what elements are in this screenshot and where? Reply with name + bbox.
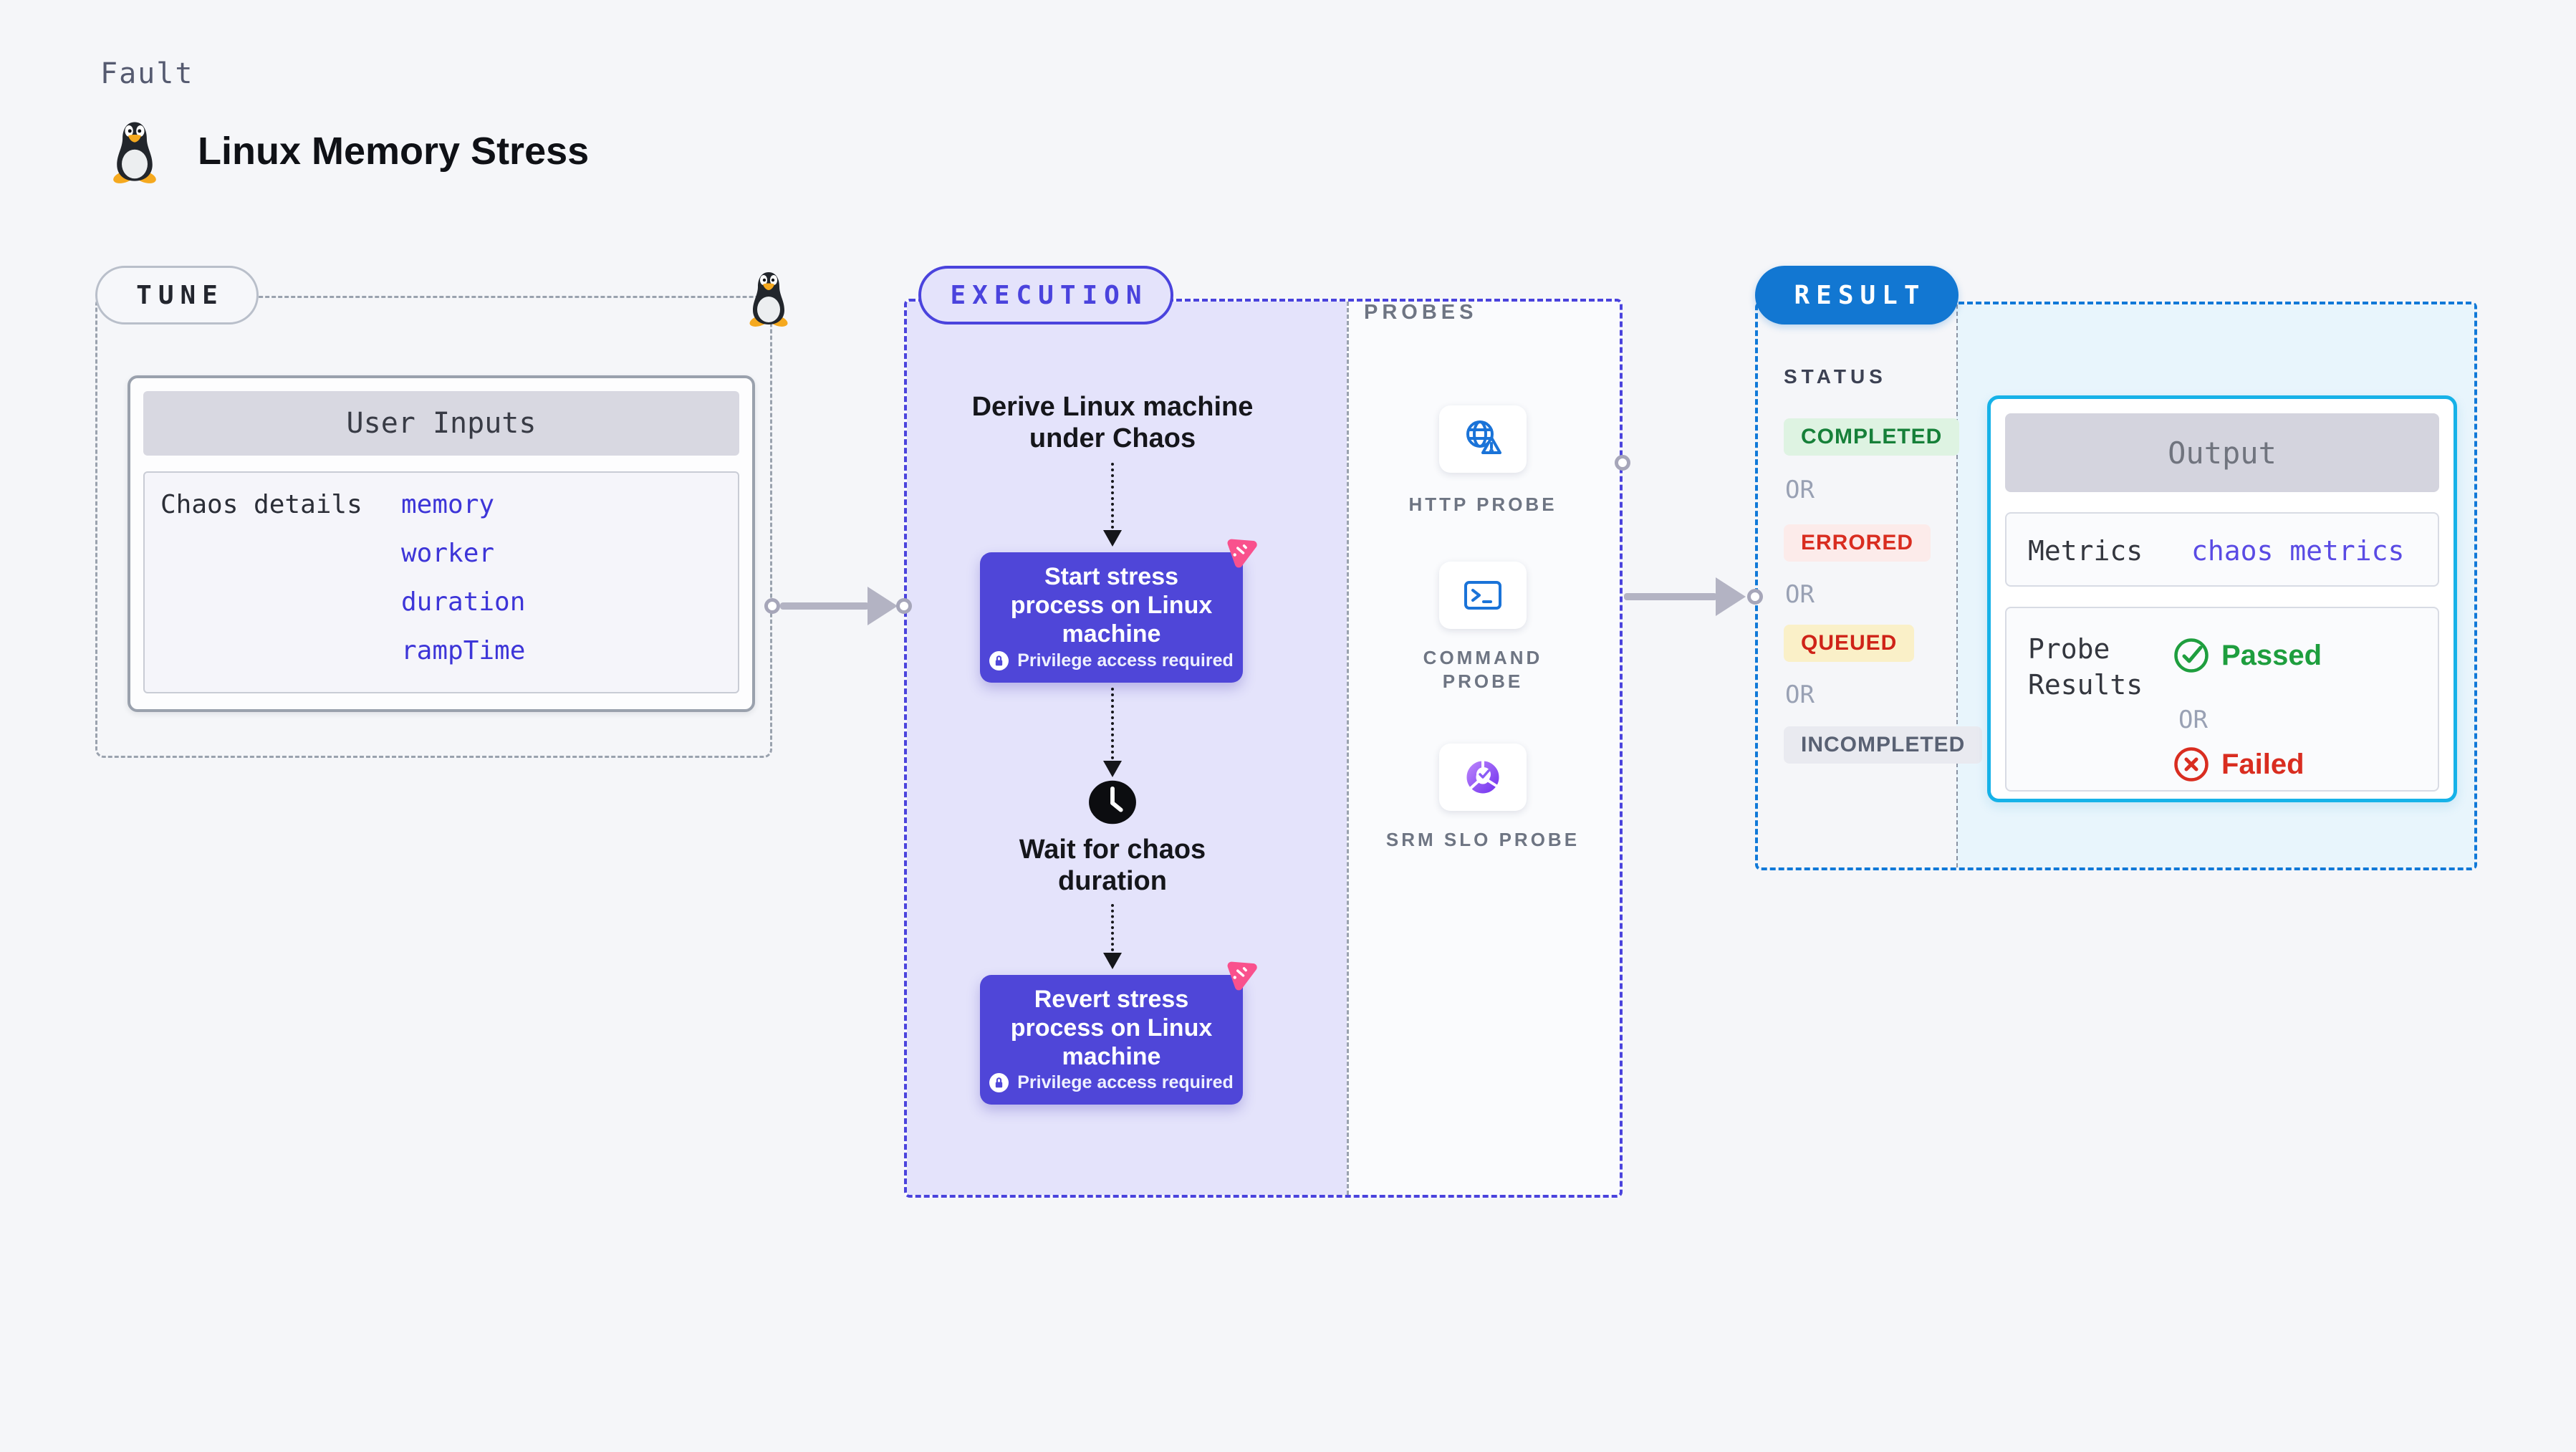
command-probe-label: COMMAND PROBE xyxy=(1423,647,1543,692)
start-stress-title: Start stress process on Linux machine xyxy=(1010,563,1213,648)
check-circle-icon xyxy=(2173,637,2210,674)
arrow-head-icon xyxy=(1716,577,1746,616)
lock-icon xyxy=(989,1073,1009,1092)
http-probe-label: HTTP PROBE xyxy=(1408,494,1557,515)
start-stress-step-node: Start stress process on Linux machine Pr… xyxy=(980,552,1243,683)
globe-alert-icon xyxy=(1460,416,1506,462)
derive-step-text: Derive Linux machine under Chaos xyxy=(971,392,1254,453)
user-inputs-body xyxy=(143,471,739,693)
probe-results-label: Probe Results xyxy=(2028,633,2143,701)
probe-results-row: Probe Results Passed OR xyxy=(2005,607,2439,792)
connector-ring xyxy=(1747,589,1763,605)
output-card: Output Metrics chaos metrics Probe Resul… xyxy=(1987,395,2457,802)
arrow-head-icon xyxy=(1103,761,1122,777)
srm-slo-probe-label: SRM SLO PROBE xyxy=(1385,829,1580,850)
revert-stress-title: Revert stress process on Linux machine xyxy=(1010,986,1213,1070)
passed-verdict: Passed xyxy=(2173,637,2322,674)
tune-section xyxy=(95,296,772,758)
chaos-fault-icon xyxy=(1220,957,1260,997)
x-circle-icon xyxy=(2173,746,2210,783)
execution-section-label: EXECUTION xyxy=(918,266,1173,324)
fault-eyebrow: Fault xyxy=(100,57,194,90)
tux-linux-corner-icon xyxy=(745,269,792,327)
arrow-head-icon xyxy=(1103,953,1122,969)
failed-verdict: Failed xyxy=(2173,746,2305,783)
failed-text: Failed xyxy=(2221,748,2305,780)
clock-icon xyxy=(1088,778,1137,827)
terminal-icon xyxy=(1460,572,1506,618)
tune-value-worker: worker xyxy=(401,539,495,568)
arrow-head-icon xyxy=(868,587,898,625)
status-badge-errored: ERRORED xyxy=(1784,524,1931,562)
connector-ring xyxy=(1615,455,1630,471)
slo-donut-icon xyxy=(1460,754,1506,800)
chaos-fault-icon xyxy=(1220,534,1260,574)
or-separator: OR xyxy=(1785,580,1815,609)
page-title: Linux Memory Stress xyxy=(198,130,590,173)
execution-to-result-arrow xyxy=(1624,593,1717,600)
wait-step-text: Wait for chaos duration xyxy=(1019,835,1206,896)
chaos-details-label: Chaos details xyxy=(160,490,362,519)
passed-text: Passed xyxy=(2221,639,2322,671)
flow-dotted-connector xyxy=(1111,463,1114,529)
result-section-label: RESULT xyxy=(1755,266,1959,324)
metrics-row: Metrics chaos metrics xyxy=(2005,512,2439,587)
or-separator: OR xyxy=(1785,681,1815,709)
status-badge-completed: COMPLETED xyxy=(1784,418,1960,456)
status-badge-incompleted: INCOMPLETED xyxy=(1784,726,1983,764)
tune-value-memory: memory xyxy=(401,490,495,519)
connector-ring xyxy=(764,598,780,614)
output-title: Output xyxy=(2005,413,2439,492)
metrics-value-link: chaos metrics xyxy=(2191,535,2405,567)
status-title: STATUS xyxy=(1784,365,1887,388)
tune-to-execution-arrow xyxy=(780,602,869,610)
status-badge-queued: QUEUED xyxy=(1784,625,1915,662)
tune-value-ramptime: rampTime xyxy=(401,636,526,665)
user-inputs-title: User Inputs xyxy=(143,391,739,456)
or-separator: OR xyxy=(1785,476,1815,504)
metrics-label: Metrics xyxy=(2028,535,2143,567)
srm-slo-probe-card xyxy=(1439,744,1527,811)
lock-icon xyxy=(989,651,1009,670)
tune-value-duration: duration xyxy=(401,587,526,617)
privilege-badge: Privilege access required xyxy=(980,1072,1243,1093)
probes-divider xyxy=(1347,302,1349,1195)
http-probe-card xyxy=(1439,405,1527,473)
privilege-badge-text: Privilege access required xyxy=(1017,650,1234,670)
command-probe-card xyxy=(1439,562,1527,629)
flow-dotted-connector xyxy=(1111,904,1114,951)
flow-dotted-connector xyxy=(1111,688,1114,759)
privilege-badge-text: Privilege access required xyxy=(1017,1072,1234,1092)
revert-stress-step-node: Revert stress process on Linux machine P… xyxy=(980,975,1243,1105)
arrow-head-icon xyxy=(1103,530,1122,547)
probes-title: PROBES xyxy=(1364,301,1478,324)
connector-ring xyxy=(896,598,912,614)
or-separator: OR xyxy=(2178,706,2208,734)
tux-linux-icon xyxy=(107,119,162,183)
privilege-badge: Privilege access required xyxy=(980,650,1243,671)
tune-section-label: TUNE xyxy=(95,266,259,324)
